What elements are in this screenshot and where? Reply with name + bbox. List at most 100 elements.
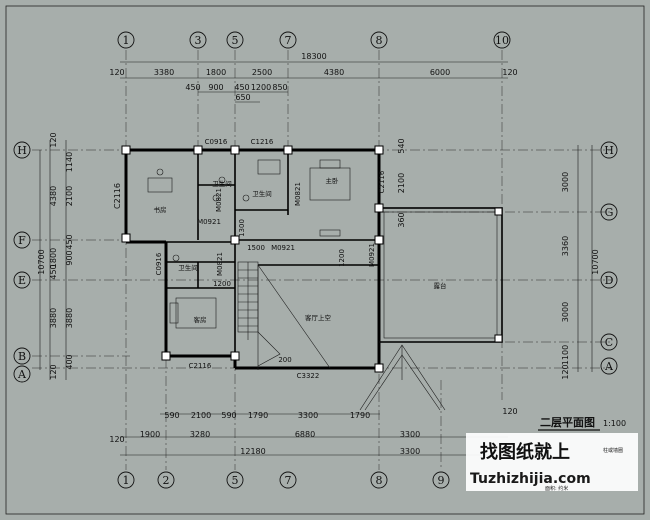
axis-label: A (604, 360, 614, 373)
room-study-label: 书房 (154, 205, 167, 214)
dim-bottom: 120 (109, 435, 124, 444)
dim-left: 450 (65, 234, 74, 249)
dim-interior: 1300 (238, 219, 246, 237)
axis-bubble-bottom-5: 5 (226, 471, 244, 489)
dim-interior: 1500 (247, 244, 265, 252)
axis-label: H (604, 144, 614, 157)
watermark-note: 面积: 约米 (545, 485, 568, 492)
dim-bottom: 6880 (295, 430, 315, 439)
axis-bubble-top-5: 5 (226, 31, 244, 49)
dim-top: 1800 (206, 68, 226, 77)
axis-label: 8 (376, 474, 383, 487)
axis-bubble-right-G: G (600, 203, 618, 221)
axis-bubble-bottom-1: 1 (117, 471, 135, 489)
axis-bubble-right-C: C (600, 333, 618, 351)
axis-label: A (17, 368, 27, 381)
axis-label: 7 (285, 474, 292, 487)
axis-labels-bottom: 1 2 5 7 8 9 (117, 471, 450, 489)
dim-bottom: 120 (502, 407, 517, 416)
watermark-en: Tuzhizhijia.com (470, 471, 591, 487)
dim-interior: 1200 (213, 280, 231, 288)
door-label: M0821 (294, 182, 302, 206)
dim-bottom: 3280 (190, 430, 210, 439)
title-scale: 1:100 (603, 419, 626, 428)
axis-label: F (18, 234, 26, 247)
dim-bottom: 590 (164, 411, 179, 420)
door-label: M0821 (215, 188, 223, 212)
axis-bubble-left-A: A (13, 365, 31, 383)
axis-labels-right: H G D C A (600, 141, 618, 375)
axis-bubble-top-8: 8 (370, 31, 388, 49)
window-label: C2116 (189, 362, 212, 370)
walls (121, 145, 503, 411)
dim-bottom: 590 (221, 411, 236, 420)
axis-label: 10 (495, 34, 509, 47)
dim-left: 1800 (49, 248, 58, 268)
dimension-top: 18300 120 3380 1800 2500 4380 6000 120 4… (109, 52, 518, 103)
axis-label: 1 (123, 474, 130, 487)
dim-bottom: 3300 (400, 447, 420, 456)
axis-label: C (605, 336, 613, 349)
dim-left-total: 10700 (37, 249, 46, 274)
axis-bubble-left-B: B (13, 347, 31, 365)
window-label: C0916 (205, 138, 228, 146)
room-terrace-label: 露台 (434, 281, 447, 290)
dim-left: 3880 (49, 308, 58, 328)
dim-right: 3000 (561, 172, 570, 192)
dim-left: 120 (49, 364, 58, 379)
dim-top: 450 (185, 83, 200, 92)
axis-bubble-right-D: D (600, 271, 618, 289)
door-label: M0921 (368, 243, 376, 267)
axis-label: 7 (285, 34, 292, 47)
dim-right: 120 (561, 364, 570, 379)
dim-right: 3000 (561, 302, 570, 322)
dim-right: 3360 (561, 236, 570, 256)
axis-labels-left: H F E B A (13, 141, 31, 383)
axis-label: 1 (123, 34, 130, 47)
dim-top: 120 (109, 68, 124, 77)
axis-bubble-left-E: E (13, 271, 31, 289)
dim-top-total: 18300 (301, 52, 326, 61)
axis-bubble-bottom-7: 7 (279, 471, 297, 489)
room-bath1-label: 卫生间 (212, 179, 232, 188)
dim-right: 1100 (561, 345, 570, 365)
dim-bottom: 1900 (140, 430, 160, 439)
dim-interior: 1200 (338, 249, 346, 267)
axis-labels-top: 1 3 5 7 8 10 (117, 31, 511, 49)
dim-top: 4380 (324, 68, 344, 77)
axis-label: 3 (195, 34, 202, 47)
axis-bubble-bottom-8: 8 (370, 471, 388, 489)
dim-left: 120 (49, 132, 58, 147)
dimension-right: 540 2100 360 3000 3360 3000 1100 120 107… (397, 138, 600, 379)
door-label: M0921 (271, 244, 295, 252)
axis-label: 5 (232, 34, 239, 47)
dim-left: 3880 (65, 308, 74, 328)
room-void-label: 客厅上空 (305, 313, 332, 322)
dim-right: 360 (397, 212, 406, 227)
room-labels: 书房 卫生间 卫生间 主卧 卫生间 客房 客厅上空 露台 (154, 176, 447, 324)
room-bath2-label: 卫生间 (252, 189, 272, 198)
axis-bubble-top-7: 7 (279, 31, 297, 49)
dim-bottom: 1790 (350, 411, 370, 420)
axis-label: H (17, 144, 27, 157)
dim-right-total: 10700 (591, 249, 600, 274)
furniture (147, 159, 351, 329)
dim-top: 450 (234, 83, 249, 92)
dim-top: 3380 (154, 68, 174, 77)
dim-interior: 200 (278, 356, 291, 364)
axis-bubble-top-1: 1 (117, 31, 135, 49)
axis-bubble-bottom-2: 2 (157, 471, 175, 489)
dim-top: 120 (502, 68, 517, 77)
room-master-label: 主卧 (326, 176, 340, 185)
dim-left: 900 (65, 250, 74, 265)
drawing-title: 二层平面图 1:100 (538, 416, 626, 431)
dim-top: 900 (208, 83, 223, 92)
stair (237, 261, 281, 367)
room-guest-label: 客房 (194, 315, 207, 324)
watermark-cn: 找图纸就上 (480, 441, 570, 463)
dim-top: 6000 (430, 68, 450, 77)
dim-left: 450 (49, 264, 58, 279)
dim-left: 2100 (65, 186, 74, 206)
dimension-bottom: 590 2100 590 1790 3300 1790 120 1900 328… (109, 407, 517, 456)
axis-bubble-right-H: H (600, 141, 618, 159)
